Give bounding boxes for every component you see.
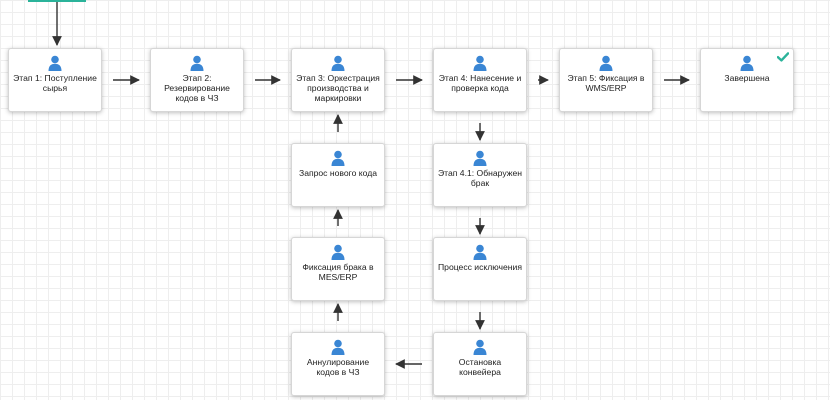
user-icon — [331, 339, 345, 357]
user-icon — [473, 244, 487, 262]
node-stage-4-1[interactable]: Этап 4.1: Обнаружен брак — [433, 143, 527, 207]
node-label: Этап 3: Оркестрация производства и марки… — [296, 73, 380, 103]
node-code-annulment[interactable]: Аннулирование кодов в ЧЗ — [291, 332, 385, 396]
user-icon — [473, 55, 487, 73]
node-stage-3[interactable]: Этап 3: Оркестрация производства и марки… — [291, 48, 385, 112]
node-label: Остановка конвейера — [458, 357, 502, 377]
node-label: Завершена — [724, 73, 770, 83]
user-icon — [331, 150, 345, 168]
start-node[interactable] — [28, 0, 86, 2]
user-icon — [740, 55, 754, 73]
node-stage-1[interactable]: Этап 1: Поступление сырья — [8, 48, 102, 112]
node-new-code-request[interactable]: Запрос нового кода — [291, 143, 385, 207]
node-label: Процесс исключения — [437, 262, 522, 272]
node-completed[interactable]: Завершена — [700, 48, 794, 112]
user-icon — [331, 244, 345, 262]
node-label: Запрос нового кода — [299, 168, 377, 178]
node-conveyor-stop[interactable]: Остановка конвейера — [433, 332, 527, 396]
node-stage-2[interactable]: Этап 2: Резервирование кодов в ЧЗ — [150, 48, 244, 112]
node-label: Аннулирование кодов в ЧЗ — [306, 357, 370, 377]
node-label: Этап 2: Резервирование кодов в ЧЗ — [164, 73, 230, 103]
node-label: Этап 1: Поступление сырья — [13, 73, 97, 93]
node-label: Фиксация брака в MES/ERP — [302, 262, 374, 282]
node-exclusion-process[interactable]: Процесс исключения — [433, 237, 527, 301]
user-icon — [331, 55, 345, 73]
user-icon — [599, 55, 613, 73]
node-label: Этап 4: Нанесение и проверка кода — [438, 73, 522, 93]
node-stage-5[interactable]: Этап 5: Фиксация в WMS/ERP — [559, 48, 653, 112]
node-defect-fixation[interactable]: Фиксация брака в MES/ERP — [291, 237, 385, 301]
user-icon — [473, 339, 487, 357]
node-stage-4[interactable]: Этап 4: Нанесение и проверка кода — [433, 48, 527, 112]
user-icon — [190, 55, 204, 73]
node-label: Этап 4.1: Обнаружен брак — [437, 168, 523, 188]
user-icon — [473, 150, 487, 168]
node-label: Этап 5: Фиксация в WMS/ERP — [567, 73, 645, 93]
user-icon — [48, 55, 62, 73]
